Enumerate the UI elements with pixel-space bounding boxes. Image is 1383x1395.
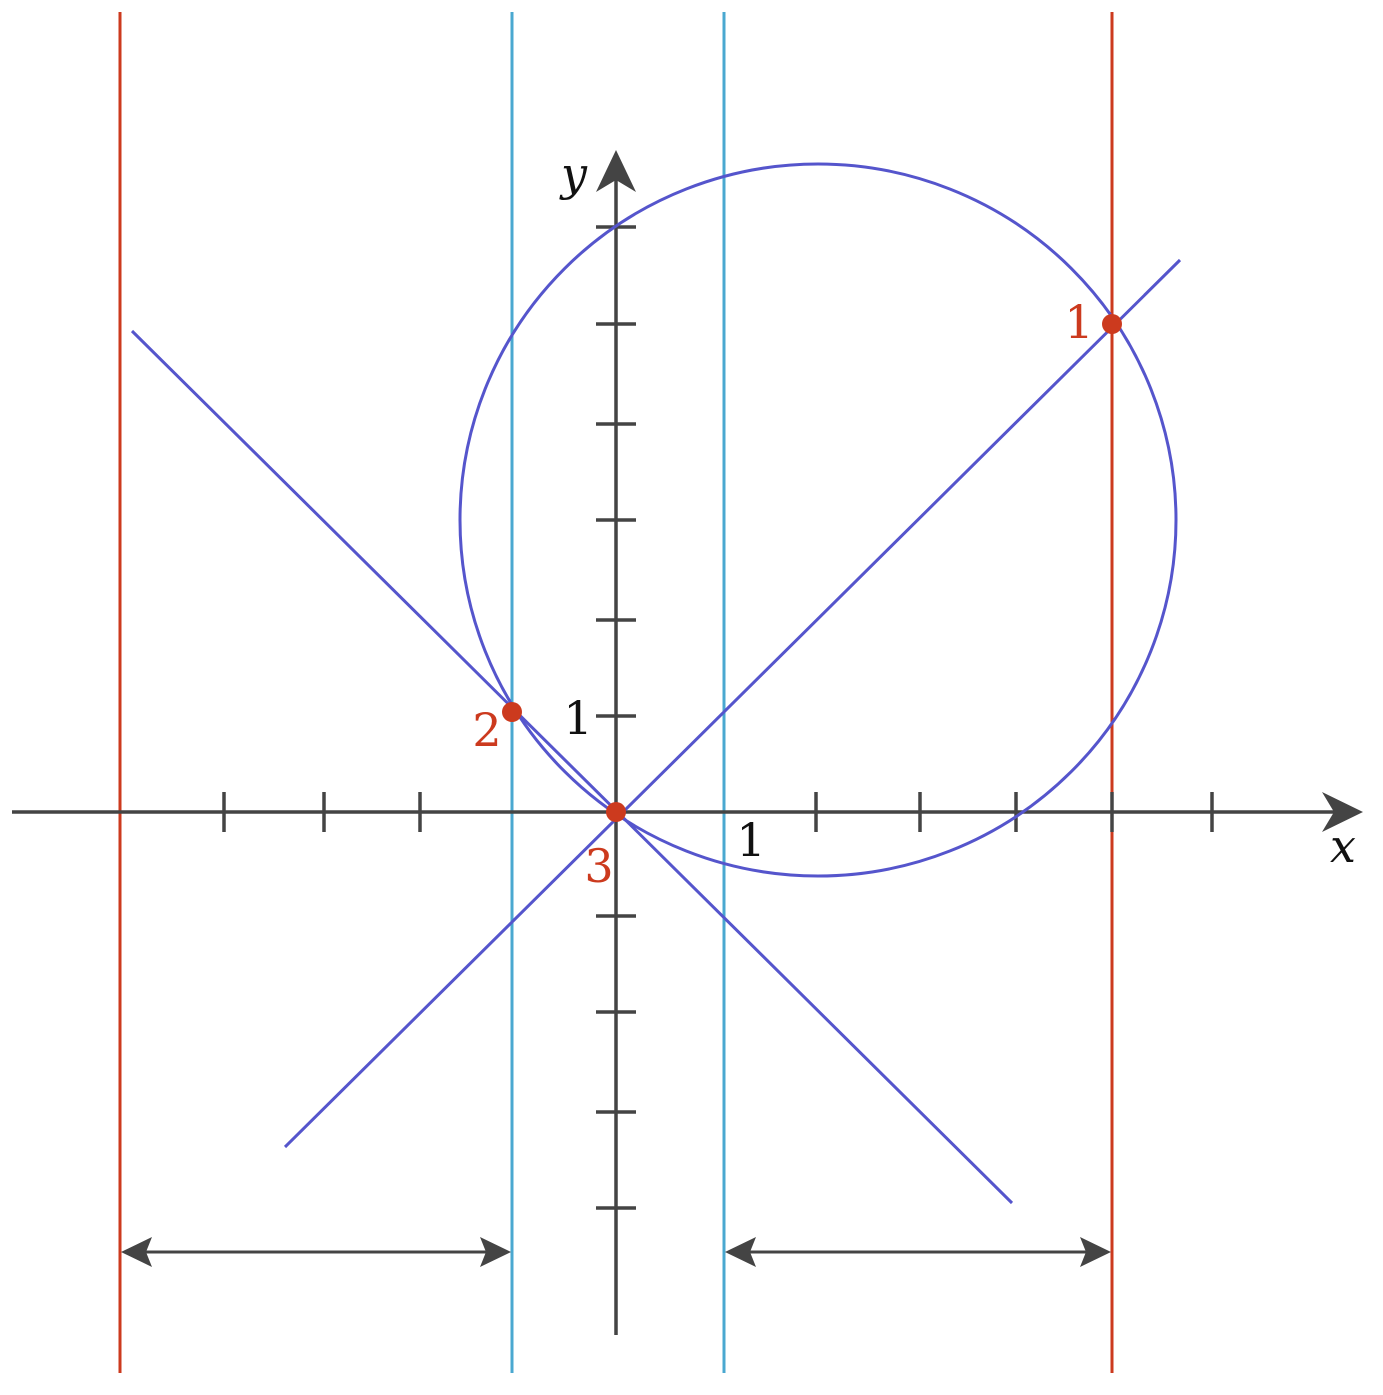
line-y-equals-x bbox=[283, 258, 1182, 1149]
double-arrow-left-head-start bbox=[121, 1237, 152, 1267]
point-1 bbox=[1102, 314, 1122, 334]
double-arrow-left-head-end bbox=[480, 1237, 511, 1267]
double-arrow-right-head-end bbox=[1080, 1237, 1111, 1267]
point-2 bbox=[502, 702, 522, 722]
x-axis-arrowhead bbox=[1322, 792, 1363, 832]
circle bbox=[458, 162, 1178, 878]
point-2-label: 2 bbox=[472, 703, 501, 757]
x-unit-label: 1 bbox=[736, 813, 765, 867]
y-unit-label: 1 bbox=[563, 691, 592, 745]
line-y-equals-minus-x bbox=[130, 329, 1014, 1205]
y-axis-arrowhead bbox=[596, 150, 636, 192]
x-axis-ticks bbox=[222, 792, 1214, 832]
x-axis-label: x bbox=[1330, 819, 1356, 873]
double-arrow-right-head-start bbox=[725, 1237, 756, 1267]
point-3 bbox=[606, 802, 626, 822]
point-3-label: 3 bbox=[584, 839, 613, 893]
point-1-label: 1 bbox=[1064, 295, 1093, 349]
y-axis-label: y bbox=[559, 147, 588, 201]
